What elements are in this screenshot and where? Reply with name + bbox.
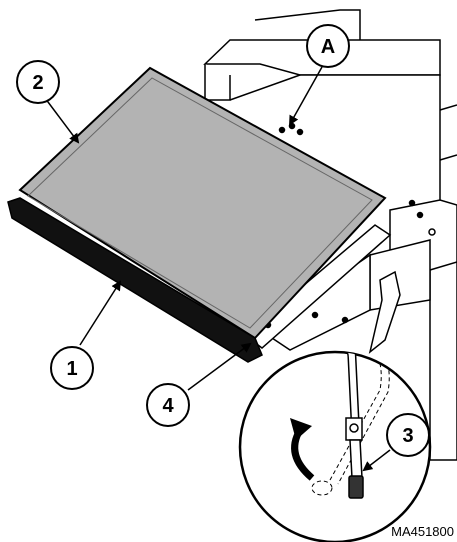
detail-circle [238, 270, 432, 542]
callout-3: 3 [386, 413, 430, 457]
top-panel [18, 66, 387, 340]
machine-frame [203, 9, 457, 461]
callout-1: 1 [50, 346, 94, 390]
svg-text:2: 2 [32, 72, 43, 94]
svg-text:1: 1 [66, 358, 77, 380]
callout-a: A [306, 24, 350, 68]
svg-text:A: A [321, 36, 335, 58]
figure-code: MA451800 [391, 524, 454, 539]
front-channel [7, 197, 263, 363]
svg-text:3: 3 [402, 425, 413, 447]
callout-2: 2 [16, 60, 60, 104]
callout-4: 4 [146, 383, 190, 427]
svg-text:4: 4 [162, 395, 174, 417]
leader-lines [44, 66, 391, 472]
